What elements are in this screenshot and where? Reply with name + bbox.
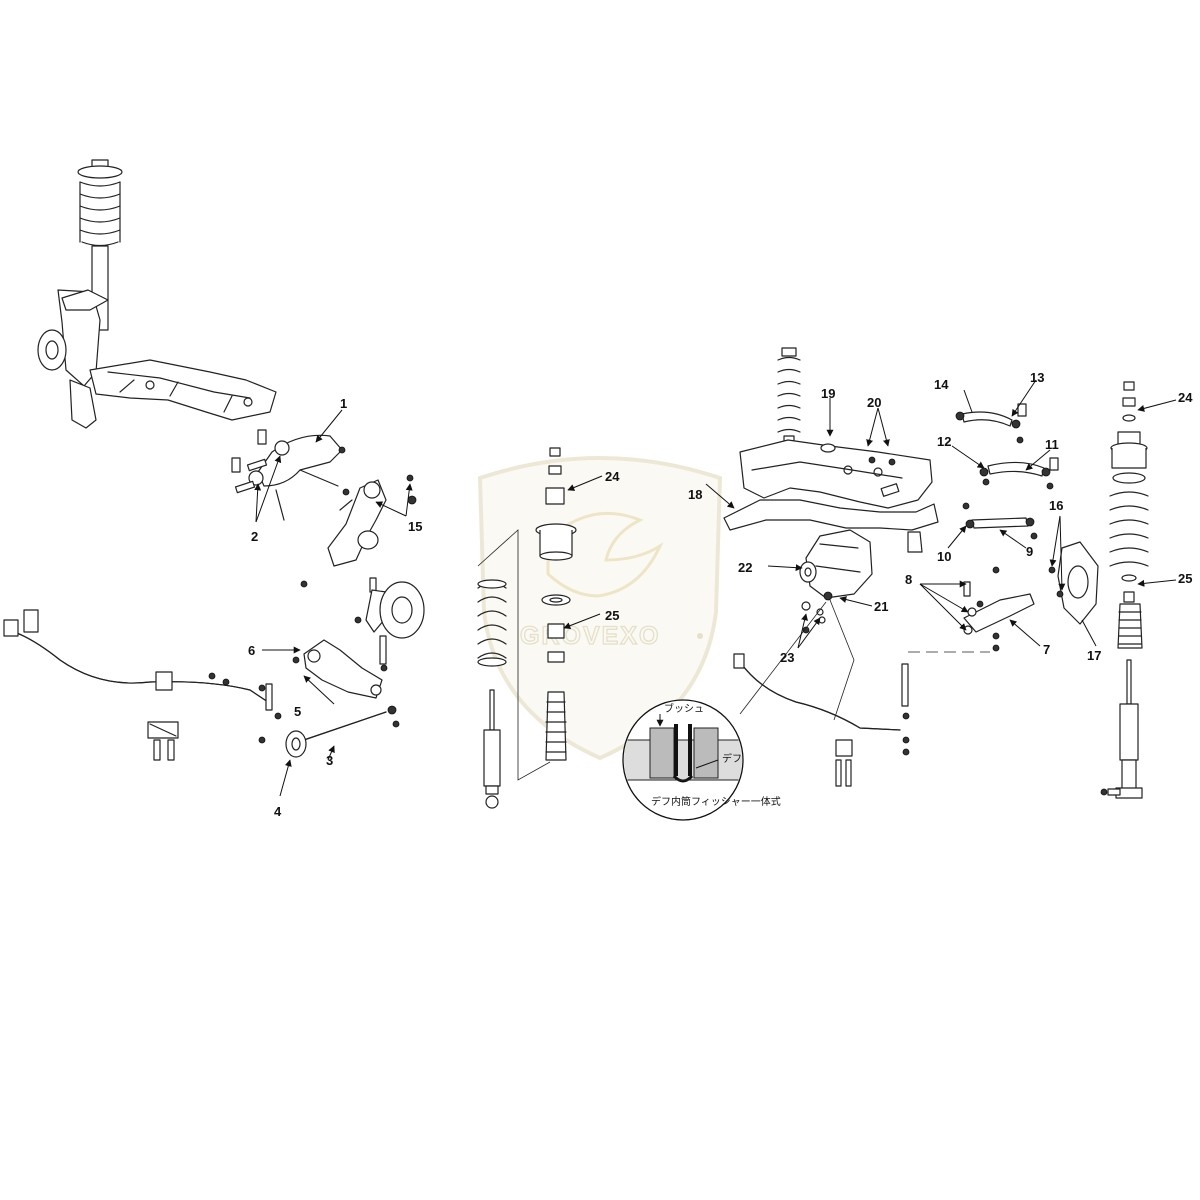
front-upper-control-arm <box>231 429 350 521</box>
inset-caption: デフ内筒フィッシャー一体式 <box>651 795 781 808</box>
front-lower-control-arm <box>292 639 383 699</box>
front-subframe <box>89 359 277 421</box>
rear-link-9 <box>962 502 1038 540</box>
callout-22: 22 <box>738 560 752 575</box>
rear-stabilizer-bar <box>733 653 910 787</box>
rear-damper-exploded-right <box>1100 381 1149 799</box>
callout-13: 13 <box>1030 370 1044 385</box>
rear-upper-link-13 <box>955 403 1027 444</box>
callout-15: 15 <box>408 519 422 534</box>
inset-diff-label: デフ <box>722 752 742 765</box>
callout-19: 19 <box>821 386 835 401</box>
front-suspension-assembly <box>3 159 425 761</box>
callout-8: 8 <box>905 572 912 587</box>
rear-lower-arm-7 <box>963 566 1035 652</box>
callout-16: 16 <box>1049 498 1063 513</box>
center-upper-mount-stack <box>535 447 577 761</box>
front-upright <box>300 474 417 593</box>
inset-bush-label: ブッシュ <box>664 702 704 715</box>
callout-1: 1 <box>340 396 347 411</box>
front-stabilizer-bar <box>3 609 269 761</box>
callout-2: 2 <box>251 529 258 544</box>
inset-leader-lines <box>739 599 855 721</box>
center-coil-spring <box>477 579 507 667</box>
callout-9: 9 <box>1026 544 1033 559</box>
front-upper-arm-left <box>61 289 109 311</box>
front-tension-rod <box>285 705 400 758</box>
callout-17: 17 <box>1087 648 1101 663</box>
callout-6: 6 <box>248 643 255 658</box>
callout-25-center: 25 <box>605 608 619 623</box>
callout-24-center: 24 <box>605 469 620 484</box>
rear-hub-knuckle <box>1048 541 1099 625</box>
callout-5: 5 <box>294 704 301 719</box>
callout-25-right: 25 <box>1178 571 1192 586</box>
callout-leaders <box>254 379 1177 797</box>
rear-subframe <box>723 439 939 553</box>
callout-14: 14 <box>934 377 949 392</box>
rear-damper-exploded-center <box>477 447 577 809</box>
callout-18: 18 <box>688 487 702 502</box>
watermark-text: GROVEXO <box>520 622 660 650</box>
callout-24-right: 24 <box>1178 390 1193 405</box>
front-stabilizer-link <box>208 672 282 744</box>
rear-suspension-assembly <box>723 347 1099 787</box>
callout-10: 10 <box>937 549 951 564</box>
front-knuckle <box>37 289 101 429</box>
center-assembly-bracket <box>477 529 551 781</box>
callout-4: 4 <box>274 804 282 819</box>
callout-20: 20 <box>867 395 881 410</box>
callout-23: 23 <box>780 650 794 665</box>
phoenix-icon <box>546 511 664 598</box>
rear-differential <box>799 529 873 634</box>
callout-7: 7 <box>1043 642 1050 657</box>
callout-12: 12 <box>937 434 951 449</box>
callout-11: 11 <box>1045 437 1059 452</box>
rear-link-11 <box>979 457 1059 490</box>
center-shock-absorber <box>483 689 501 809</box>
callout-21: 21 <box>874 599 888 614</box>
front-hub-assembly <box>354 581 425 672</box>
callout-numbers: 1 2 3 4 5 6 7 8 9 10 11 12 13 14 15 16 1… <box>248 370 1193 819</box>
bushing-detail-inset: ブッシュ デフ デフ内筒フィッシャー一体式 <box>622 699 781 821</box>
watermark-dot <box>697 633 703 639</box>
inset-arrow-diff <box>695 759 719 769</box>
callout-3: 3 <box>326 753 333 768</box>
